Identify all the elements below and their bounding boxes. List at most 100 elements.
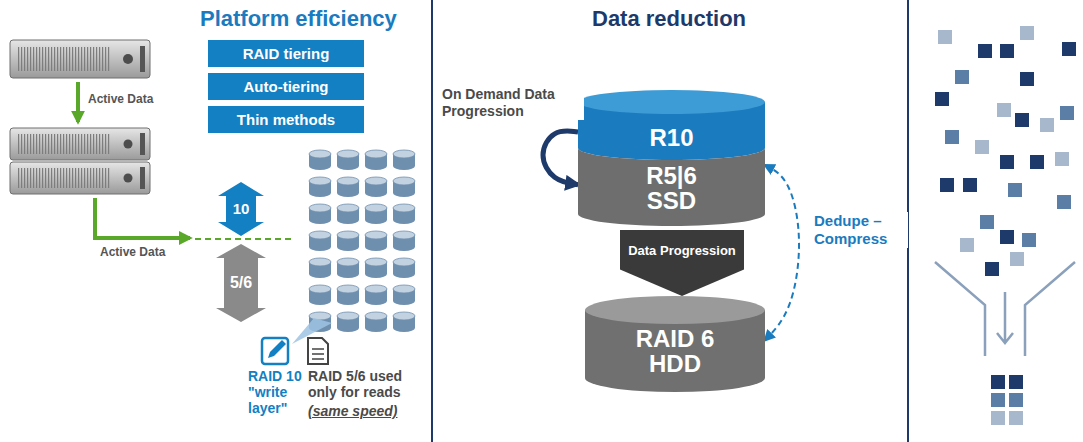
cylinder-top bbox=[578, 90, 765, 114]
disk-top bbox=[393, 312, 415, 320]
server bbox=[10, 40, 150, 78]
node-content: Thin methods bbox=[208, 106, 364, 133]
data-square bbox=[1030, 155, 1044, 169]
pencil bbox=[268, 340, 286, 358]
data-square bbox=[1055, 152, 1069, 166]
data-square bbox=[1022, 233, 1036, 247]
data-squares bbox=[935, 26, 1076, 425]
data-square bbox=[980, 215, 994, 229]
disk-top bbox=[309, 177, 331, 185]
disk-top bbox=[393, 204, 415, 212]
disk-top bbox=[337, 258, 359, 266]
disk-top bbox=[337, 231, 359, 239]
cylinder-body bbox=[578, 148, 765, 226]
data-square bbox=[955, 70, 969, 84]
tier-arrow: 10 bbox=[218, 182, 264, 236]
data-square bbox=[938, 30, 952, 44]
storage-tier: RAID 6 HDD bbox=[585, 296, 765, 392]
disk-grid bbox=[309, 150, 415, 332]
data-square bbox=[1008, 183, 1022, 197]
data-square bbox=[1020, 26, 1034, 40]
data-square bbox=[1062, 42, 1076, 56]
server-handle bbox=[140, 167, 145, 189]
disk-top bbox=[365, 312, 387, 320]
data-square bbox=[1020, 72, 1034, 86]
data-square bbox=[991, 393, 1005, 407]
data-square bbox=[1000, 155, 1014, 169]
data-arrow bbox=[95, 198, 190, 238]
divider bbox=[431, 0, 433, 442]
data-square bbox=[985, 262, 999, 276]
server-handle bbox=[140, 46, 145, 72]
tier-boundary bbox=[195, 238, 292, 240]
disk-top bbox=[337, 204, 359, 212]
panel-heading: Data reduction bbox=[592, 6, 746, 31]
data-square bbox=[975, 140, 989, 154]
disk-top bbox=[309, 285, 331, 293]
node-content: Auto-tiering bbox=[208, 73, 364, 100]
data-square bbox=[978, 44, 992, 58]
flow-label: Active Data bbox=[100, 246, 165, 260]
document-icon bbox=[308, 338, 328, 364]
connector bbox=[765, 165, 799, 340]
data-square bbox=[1060, 106, 1074, 120]
node-outline bbox=[620, 230, 744, 296]
server-badge bbox=[124, 174, 133, 183]
disk-top bbox=[393, 177, 415, 185]
node-text: Thin methods bbox=[237, 111, 335, 128]
disk-top bbox=[337, 312, 359, 320]
disk-top bbox=[309, 204, 331, 212]
data-square bbox=[1000, 44, 1014, 58]
storage-tier: R10 bbox=[578, 90, 765, 160]
node-content: RAID 6 HDD bbox=[585, 296, 765, 392]
node-content: 5/6 bbox=[216, 244, 266, 322]
disk-top bbox=[365, 204, 387, 212]
arrow-shape bbox=[218, 182, 264, 236]
disk-top bbox=[365, 231, 387, 239]
server-vent bbox=[18, 168, 110, 188]
data-square bbox=[940, 178, 954, 192]
data-square bbox=[1009, 375, 1023, 389]
note-text: RAID 5/6 used only for reads bbox=[308, 368, 428, 400]
server-badge bbox=[124, 140, 133, 149]
disk-top bbox=[309, 231, 331, 239]
disk-top bbox=[337, 177, 359, 185]
server-vent bbox=[18, 134, 110, 154]
node-text: RAID 6 HDD bbox=[627, 326, 723, 376]
panel-heading: Platform efficiency bbox=[200, 6, 397, 31]
data-square bbox=[960, 238, 974, 252]
server-body bbox=[10, 40, 150, 78]
node-text: Auto-tiering bbox=[244, 78, 329, 95]
server-badge bbox=[123, 54, 133, 64]
arrow-shape bbox=[216, 244, 266, 322]
node-content: R5|6 SSD bbox=[578, 148, 765, 226]
disk-top bbox=[393, 231, 415, 239]
edge-label: Dedupe – Compress bbox=[812, 212, 908, 248]
note-text: (same speed) bbox=[308, 403, 397, 419]
data-square bbox=[1000, 230, 1014, 244]
data-square bbox=[1010, 252, 1024, 266]
node-text: R10 bbox=[649, 124, 693, 152]
node-text: Data Progression bbox=[628, 244, 736, 259]
data-square bbox=[1015, 113, 1029, 127]
disk-top bbox=[309, 258, 331, 266]
node-text: 5/6 bbox=[230, 274, 252, 292]
data-square bbox=[1009, 393, 1023, 407]
document-lines bbox=[312, 349, 324, 359]
funnel-arrow bbox=[997, 292, 1013, 343]
data-square bbox=[991, 411, 1005, 425]
data-square bbox=[945, 130, 959, 144]
node-content: R10 bbox=[578, 90, 765, 160]
arrow-shape bbox=[620, 230, 744, 296]
node-content: RAID tiering bbox=[208, 40, 364, 67]
server-body bbox=[10, 162, 150, 194]
disk-top bbox=[365, 258, 387, 266]
node-content: 10 bbox=[218, 182, 264, 236]
disk-top bbox=[393, 258, 415, 266]
server-handle bbox=[140, 133, 145, 155]
data-square bbox=[991, 375, 1005, 389]
data-square bbox=[1009, 411, 1023, 425]
node-text: RAID tiering bbox=[243, 45, 330, 62]
